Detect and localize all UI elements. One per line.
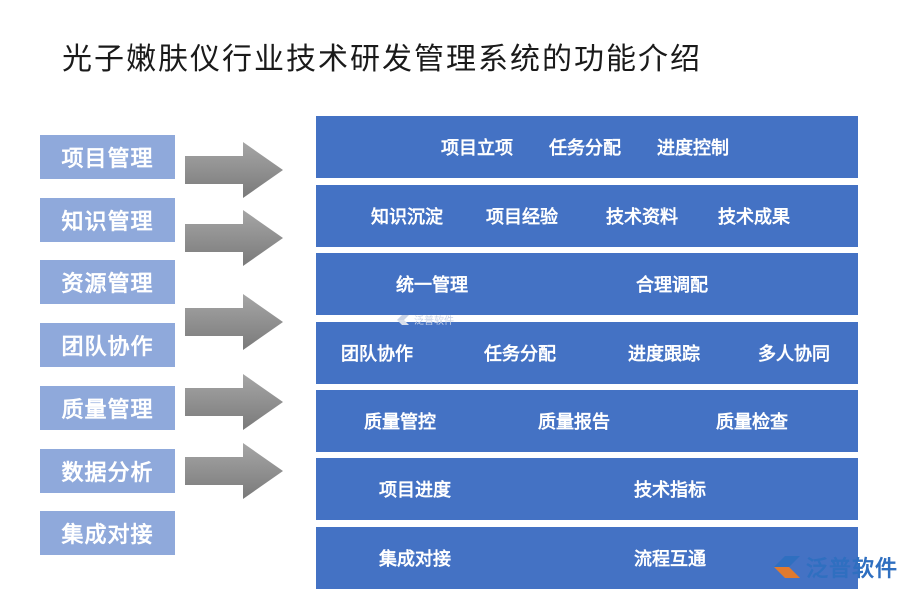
feature-item: 任务分配 [484,344,556,365]
fanpu-logo-icon [774,556,800,578]
feature-item: 质量管控 [364,412,436,433]
arrow-right-icon [185,443,283,499]
feature-item: 团队协作 [341,344,413,365]
feature-band-resource: 统一管理 合理调配 [316,253,858,315]
feature-band-quality: 质量管控 质量报告 质量检查 [316,390,858,452]
feature-band-team: 团队协作 任务分配 进度跟踪 多人协同 [316,322,858,384]
category-data-analysis: 数据分析 [40,449,175,493]
feature-item: 进度控制 [657,138,729,159]
feature-item: 项目立项 [441,138,513,159]
feature-band-data: 项目进度 技术指标 [316,458,858,520]
feature-item: 项目进度 [379,480,451,501]
category-knowledge-management: 知识管理 [40,198,175,242]
arrow-right-icon [185,294,283,350]
feature-band-knowledge: 知识沉淀 项目经验 技术资料 技术成果 [316,185,858,247]
category-resource-management: 资源管理 [40,260,175,304]
feature-item: 质量检查 [716,412,788,433]
watermark: 泛普软件 [396,312,454,327]
arrow-right-icon [185,210,283,266]
feature-item: 流程互通 [634,549,706,570]
feature-item: 进度跟踪 [628,344,700,365]
arrow-right-icon [185,142,283,198]
category-quality-management: 质量管理 [40,386,175,430]
watermark-text: 泛普软件 [414,316,454,327]
page-title: 光子嫩肤仪行业技术研发管理系统的功能介绍 [62,42,702,77]
arrow-right-icon [185,374,283,430]
fanpu-logo-icon [397,314,409,325]
feature-item: 技术指标 [634,480,706,501]
feature-band-project: 项目立项 任务分配 进度控制 [316,116,858,178]
feature-item: 任务分配 [549,138,621,159]
brand-logo-text: 泛普软件 [806,556,899,582]
feature-item: 多人协同 [758,344,830,365]
category-project-management: 项目管理 [40,135,175,179]
feature-item: 技术成果 [718,207,790,228]
feature-item: 统一管理 [396,275,468,296]
feature-item: 集成对接 [379,549,451,570]
category-integration: 集成对接 [40,511,175,555]
feature-item: 质量报告 [538,412,610,433]
feature-band-integration: 集成对接 流程互通 [316,527,858,589]
brand-logo: 泛普软件 [772,550,898,584]
feature-item: 技术资料 [606,207,678,228]
category-team-collaboration: 团队协作 [40,323,175,367]
feature-item: 项目经验 [486,207,558,228]
feature-item: 知识沉淀 [371,207,443,228]
feature-item: 合理调配 [636,275,708,296]
